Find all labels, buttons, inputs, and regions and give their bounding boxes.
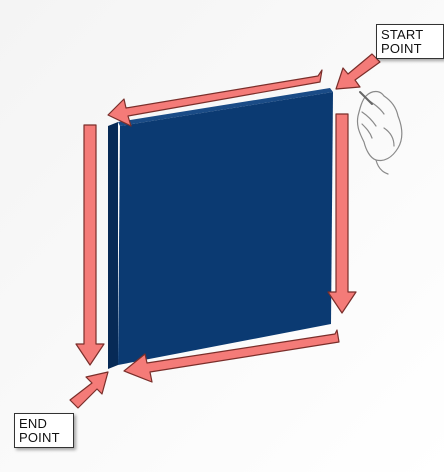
arrow-right xyxy=(327,113,357,314)
arrow-end xyxy=(69,371,109,409)
panel-top-edge xyxy=(118,88,333,126)
end-label-line1: END xyxy=(19,416,48,431)
arrow-top xyxy=(107,69,323,127)
panel xyxy=(108,88,333,369)
end-point-label: END POINT xyxy=(14,413,74,448)
arrow-left xyxy=(75,124,105,366)
hand-holding-tool-icon xyxy=(356,90,403,175)
end-label-line2: POINT xyxy=(19,430,60,445)
arrow-bottom xyxy=(123,329,340,383)
panel-edge xyxy=(108,122,118,369)
start-label-line2: POINT xyxy=(381,41,422,56)
start-point-label: START POINT xyxy=(376,24,444,59)
panel-front xyxy=(118,92,333,365)
start-label-line1: START xyxy=(381,27,424,42)
arrow-start xyxy=(335,53,381,90)
